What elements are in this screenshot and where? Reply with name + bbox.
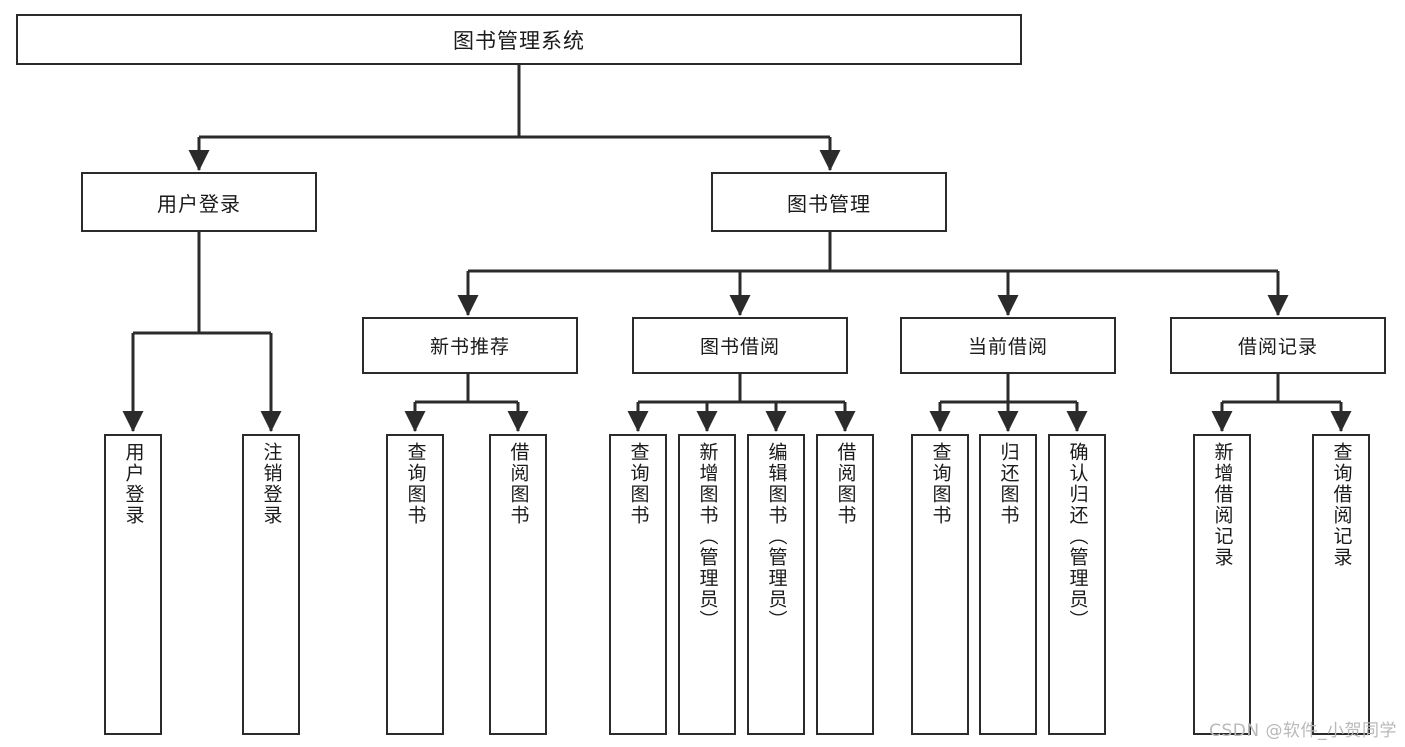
node-leaf-return-book[interactable]: 归还图书	[979, 434, 1037, 735]
node-new-book-recommend[interactable]: 新书推荐	[362, 317, 578, 374]
watermark: CSDN @软件_小贺同学	[1209, 721, 1397, 741]
node-leaf-query-book-1[interactable]: 查询图书	[386, 434, 444, 735]
node-leaf-confirm-return-label: 确认归还（管理员）	[1066, 442, 1089, 631]
node-leaf-logout-login[interactable]: 注销登录	[242, 434, 300, 735]
node-current-borrow[interactable]: 当前借阅	[900, 317, 1116, 374]
node-leaf-borrow-book-1-label: 借阅图书	[507, 442, 530, 526]
node-leaf-query-book-3[interactable]: 查询图书	[911, 434, 969, 735]
node-leaf-add-book[interactable]: 新增图书（管理员）	[678, 434, 736, 735]
node-book-borrow-label: 图书借阅	[699, 336, 780, 358]
node-root-label: 图书管理系统	[453, 28, 585, 53]
node-leaf-query-book-3-label: 查询图书	[929, 442, 952, 526]
node-leaf-query-book-1-label: 查询图书	[404, 442, 427, 526]
node-leaf-query-record[interactable]: 查询借阅记录	[1312, 434, 1370, 735]
node-new-book-recommend-label: 新书推荐	[429, 336, 510, 358]
node-leaf-query-record-label: 查询借阅记录	[1330, 442, 1353, 568]
node-leaf-borrow-book-2[interactable]: 借阅图书	[816, 434, 874, 735]
node-leaf-add-record[interactable]: 新增借阅记录	[1193, 434, 1251, 735]
node-leaf-logout-login-label: 注销登录	[260, 442, 283, 526]
node-borrow-record-label: 借阅记录	[1237, 336, 1318, 358]
node-leaf-edit-book-label: 编辑图书（管理员）	[765, 442, 788, 631]
node-leaf-confirm-return[interactable]: 确认归还（管理员）	[1048, 434, 1106, 735]
node-leaf-add-record-label: 新增借阅记录	[1211, 442, 1234, 568]
node-user-login[interactable]: 用户登录	[81, 172, 317, 232]
node-book-borrow[interactable]: 图书借阅	[632, 317, 848, 374]
node-leaf-user-login[interactable]: 用户登录	[104, 434, 162, 735]
node-leaf-add-book-label: 新增图书（管理员）	[696, 442, 719, 631]
node-leaf-edit-book[interactable]: 编辑图书（管理员）	[747, 434, 805, 735]
node-root[interactable]: 图书管理系统	[16, 14, 1022, 65]
node-borrow-record[interactable]: 借阅记录	[1170, 317, 1386, 374]
node-current-borrow-label: 当前借阅	[967, 336, 1048, 358]
node-book-manage[interactable]: 图书管理	[711, 172, 947, 232]
node-leaf-return-book-label: 归还图书	[997, 442, 1020, 526]
node-leaf-user-login-label: 用户登录	[122, 442, 145, 526]
node-leaf-query-book-2[interactable]: 查询图书	[609, 434, 667, 735]
node-leaf-borrow-book-1[interactable]: 借阅图书	[489, 434, 547, 735]
node-book-manage-label: 图书管理	[787, 191, 871, 216]
node-user-login-label: 用户登录	[157, 191, 241, 216]
node-leaf-borrow-book-2-label: 借阅图书	[834, 442, 857, 526]
node-leaf-query-book-2-label: 查询图书	[627, 442, 650, 526]
